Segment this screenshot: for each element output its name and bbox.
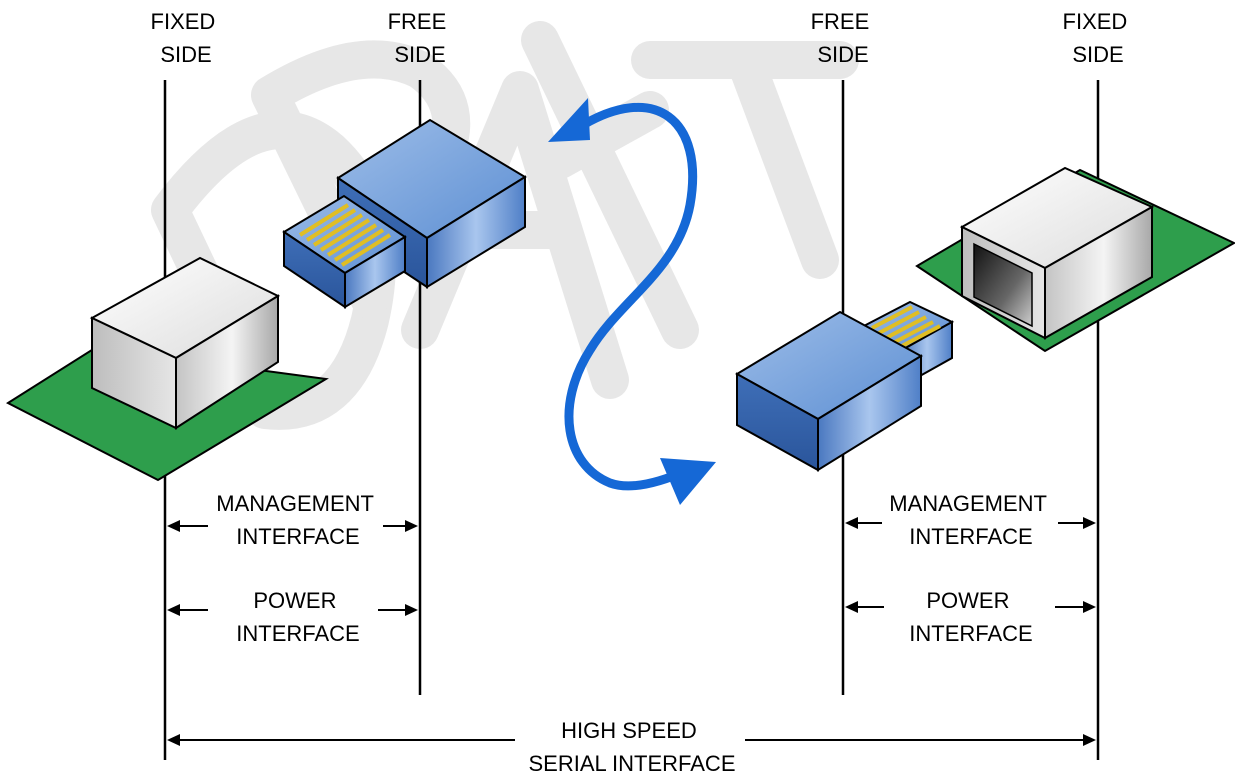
right-receptacle-cage-icon <box>959 166 1155 340</box>
right-power-interface-arrow <box>845 601 1096 613</box>
high-speed-serial-interface-label: HIGH SPEED SERIAL INTERFACE <box>528 718 735 776</box>
curved-double-arrow-icon <box>548 98 716 505</box>
left-free-side-label: FREE SIDE <box>388 9 453 67</box>
left-power-interface-label: POWER INTERFACE <box>236 588 359 646</box>
cage-opening <box>973 242 1033 328</box>
right-fixed-side-label: FIXED SIDE <box>1063 9 1134 67</box>
right-pluggable-module-icon <box>735 300 955 472</box>
high-speed-serial-interface-arrow <box>167 734 1096 746</box>
right-free-side-label: FREE SIDE <box>811 9 876 67</box>
left-management-interface-arrow <box>167 520 418 532</box>
left-receptacle-cage-icon <box>89 256 281 430</box>
left-power-interface-arrow <box>167 604 418 616</box>
left-pluggable-module-icon <box>282 118 527 309</box>
left-management-interface-label: MANAGEMENT INTERFACE <box>216 491 379 549</box>
right-management-interface-arrow <box>845 517 1096 529</box>
right-management-interface-label: MANAGEMENT INTERFACE <box>889 491 1052 549</box>
left-fixed-side-label: FIXED SIDE <box>151 9 222 67</box>
left-module-contacts <box>298 203 392 267</box>
right-module-contacts <box>871 305 941 349</box>
right-power-interface-label: POWER INTERFACE <box>909 588 1032 646</box>
